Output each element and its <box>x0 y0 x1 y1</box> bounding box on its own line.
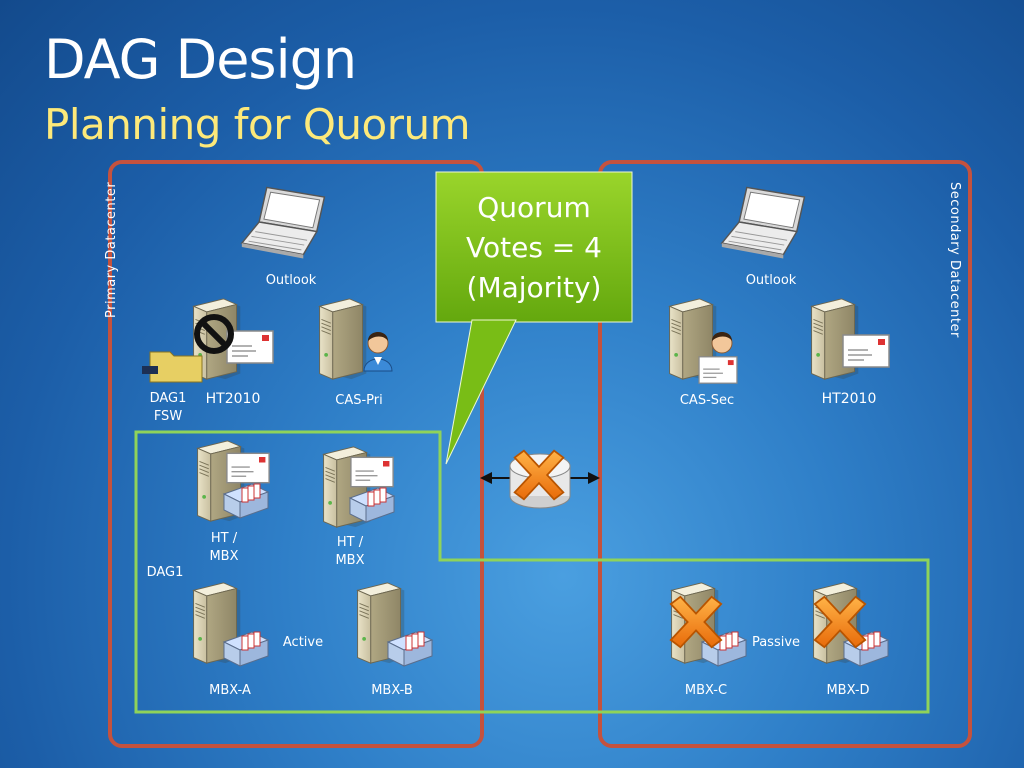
mbx-c-label: MBX-C <box>684 683 728 698</box>
primary-outlook-label: Outlook <box>265 273 317 288</box>
secondary-ht2010-label: HT2010 <box>821 391 877 407</box>
cas-pri-label: CAS-Pri <box>335 393 383 408</box>
envelope-icon <box>842 334 890 368</box>
dag1-label: DAG1 <box>146 565 184 580</box>
cas-sec-label: CAS-Sec <box>679 393 735 408</box>
envelope-icon <box>698 356 738 384</box>
callout-line-1: Quorum <box>477 191 591 224</box>
callout-line-2: Votes = 4 <box>466 231 602 264</box>
primary-ht2010-label: HT2010 <box>205 391 261 407</box>
mailbox-tray-icon <box>386 628 434 668</box>
mailbox-tray-icon <box>348 484 396 524</box>
callout-line-3: (Majority) <box>466 271 602 304</box>
laptop-icon <box>238 182 334 262</box>
failed-x-icon <box>810 592 870 652</box>
active-label: Active <box>282 635 324 650</box>
secondary-datacenter-label: Secondary Datacenter <box>947 182 962 338</box>
primary-datacenter-label: Primary Datacenter <box>104 181 119 318</box>
laptop-icon <box>718 182 814 262</box>
dag1-fsw-line1: DAG1 <box>149 391 187 406</box>
quorum-callout-shape <box>435 171 633 323</box>
folder-share-icon <box>142 351 203 383</box>
no-sign-icon <box>194 314 234 354</box>
htmbx-2-label: HT / MBX <box>330 534 370 570</box>
mailbox-tray-icon <box>222 628 270 668</box>
htmbx-1-line2: MBX <box>209 549 239 564</box>
htmbx-2-line2: MBX <box>335 553 365 568</box>
callout-pointer <box>445 319 517 465</box>
mailbox-tray-icon <box>222 480 270 520</box>
failed-x-icon <box>666 592 726 652</box>
slide-subtitle: Planning for Quorum <box>44 100 471 149</box>
mbx-d-label: MBX-D <box>826 683 870 698</box>
dag1-fsw-label: DAG1 FSW <box>148 390 188 426</box>
user-icon <box>358 322 398 374</box>
dag1-fsw-line2: FSW <box>153 409 183 424</box>
htmbx-2-line1: HT / <box>336 535 364 550</box>
quorum-callout-text: Quorum Votes = 4 (Majority) <box>436 188 632 308</box>
htmbx-1-line1: HT / <box>210 531 238 546</box>
mbx-b-label: MBX-B <box>371 683 413 698</box>
slide-title: DAG Design <box>44 28 357 91</box>
htmbx-1-label: HT / MBX <box>204 530 244 566</box>
passive-label: Passive <box>751 635 801 650</box>
mbx-a-label: MBX-A <box>209 683 251 698</box>
failed-x-icon <box>510 446 568 504</box>
secondary-outlook-label: Outlook <box>745 273 797 288</box>
